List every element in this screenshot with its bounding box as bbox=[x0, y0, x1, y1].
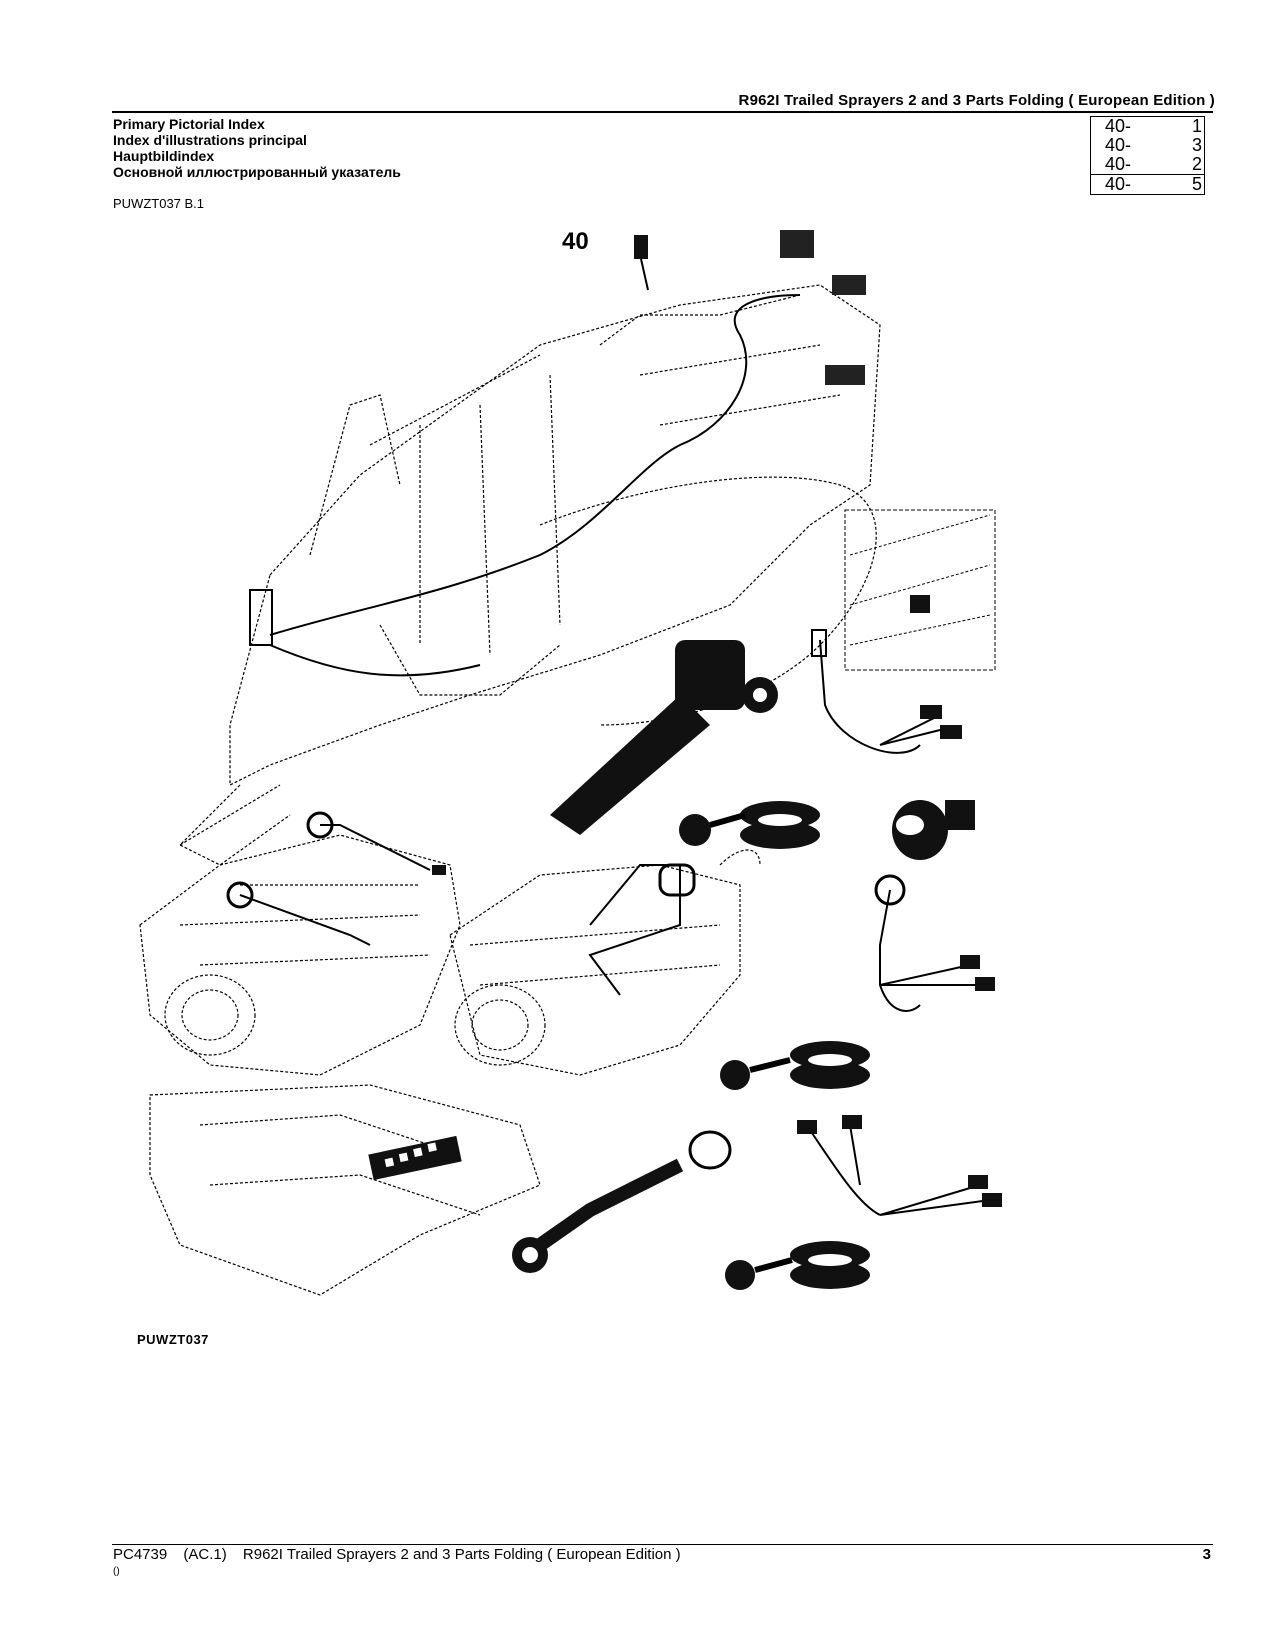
reference-row[interactable]: 40- 3 bbox=[1091, 136, 1204, 155]
footer: PC4739 (AC.1) R962I Trailed Sprayers 2 a… bbox=[113, 1546, 693, 1563]
footer-revision: (AC.1) bbox=[183, 1546, 227, 1563]
page-header-title: R962I Trailed Sprayers 2 and 3 Parts Fol… bbox=[738, 92, 1215, 109]
index-title-block: Primary Pictorial Index Index d'illustra… bbox=[113, 116, 401, 180]
footer-rule bbox=[112, 1544, 1213, 1545]
reference-group: 40- bbox=[1105, 116, 1132, 136]
reference-row[interactable]: 40- 5 bbox=[1091, 174, 1204, 194]
index-title-ru: Основной иллюстрированный указатель bbox=[113, 164, 401, 180]
index-title-en: Primary Pictorial Index bbox=[113, 116, 265, 132]
figure-section-number: 40 bbox=[562, 228, 589, 255]
footer-pc-number: PC4739 bbox=[113, 1546, 168, 1563]
reference-group: 40- bbox=[1105, 174, 1132, 194]
reference-number: 5 bbox=[1191, 174, 1202, 194]
reference-row[interactable]: 40- 2 bbox=[1091, 155, 1204, 174]
reference-group: 40- bbox=[1105, 154, 1132, 174]
reference-row[interactable]: 40- 1 bbox=[1091, 117, 1204, 136]
parts-illustration bbox=[139, 230, 1002, 1296]
figure-code-label: PUWZT037 bbox=[137, 1332, 209, 1347]
index-title-fr: Index d'illustrations principal bbox=[113, 132, 307, 148]
page-number: 3 bbox=[1202, 1546, 1211, 1563]
reference-number: 3 bbox=[1191, 135, 1202, 155]
reference-number: 1 bbox=[1191, 116, 1202, 136]
index-title-de: Hauptbildindex bbox=[113, 148, 215, 164]
header-rule bbox=[112, 111, 1213, 113]
reference-box: 40- 1 40- 3 40- 2 40- 5 bbox=[1090, 116, 1205, 195]
reference-number: 2 bbox=[1191, 154, 1202, 174]
doc-code: PUWZT037 B.1 bbox=[113, 196, 205, 211]
footer-title: R962I Trailed Sprayers 2 and 3 Parts Fol… bbox=[242, 1546, 681, 1563]
footer-note: () bbox=[113, 1566, 120, 1577]
reference-group: 40- bbox=[1105, 135, 1132, 155]
